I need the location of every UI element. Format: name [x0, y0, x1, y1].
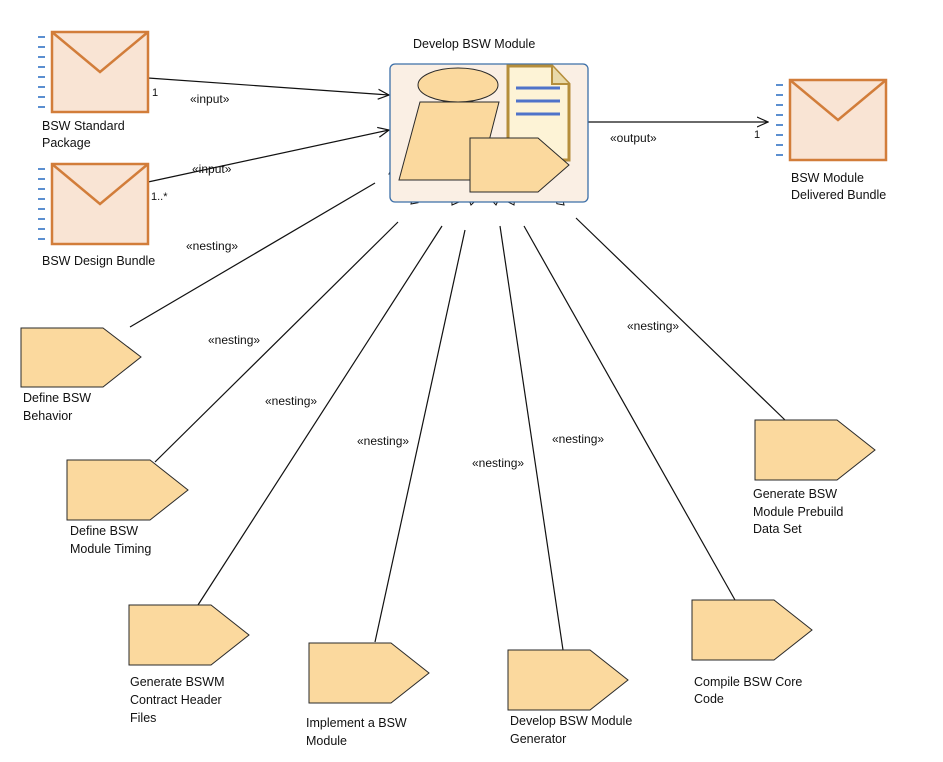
- nesting-edge-implement-bsw-module[interactable]: [374, 229, 466, 643]
- nesting-edge-generate-bswm-contract[interactable]: [197, 225, 443, 606]
- main-task-develop-bsw-module[interactable]: Develop BSW Module: [389, 37, 589, 203]
- label-line-2: Behavior: [23, 409, 72, 423]
- connections: [129, 77, 786, 651]
- nesting-edge-compile-bsw-core-code[interactable]: [523, 225, 736, 601]
- task-generate-bswm-contract-header-files[interactable]: Generate BSWM Contract Header Files: [128, 604, 250, 725]
- label-line-1: Define BSW: [70, 524, 138, 538]
- main-task-title: Develop BSW Module: [413, 37, 535, 51]
- label-line-1: Generate BSWM: [130, 675, 224, 689]
- label-line-2: Module Prebuild: [753, 505, 843, 519]
- task-implement-a-bsw-module[interactable]: Implement a BSW Module: [306, 642, 430, 748]
- task-generate-bsw-module-prebuild-data-set[interactable]: Generate BSW Module Prebuild Data Set: [753, 419, 876, 536]
- input-edge-design-bundle[interactable]: [147, 130, 389, 183]
- dash-marks-icon: [38, 36, 45, 108]
- role-ellipse-icon: [417, 67, 499, 103]
- edge-label-nesting-5: «nesting»: [472, 456, 524, 470]
- task-define-bsw-module-timing[interactable]: Define BSW Module Timing: [66, 459, 189, 556]
- multiplicity-standard-package: 1: [152, 87, 158, 99]
- edge-label-input-2: «input»: [192, 162, 232, 176]
- task-icon: [128, 604, 250, 666]
- label-line-1: BSW Design Bundle: [42, 254, 155, 268]
- label-line-3: Data Set: [753, 522, 802, 536]
- edge-label-output: «output»: [610, 131, 657, 145]
- label-line-1: Compile BSW Core: [694, 675, 802, 689]
- task-develop-bsw-module-generator[interactable]: Develop BSW Module Generator: [507, 649, 632, 746]
- task-icon: [691, 599, 813, 661]
- task-compile-bsw-core-code[interactable]: Compile BSW Core Code: [691, 599, 813, 706]
- edge-label-nesting-1: «nesting»: [186, 239, 238, 253]
- work-product-bsw-module-delivered-bundle[interactable]: BSW Module Delivered Bundle: [776, 78, 888, 202]
- nesting-edge-generate-bsw-prebuild[interactable]: [575, 217, 786, 421]
- label-line-1: Define BSW: [23, 391, 91, 405]
- multiplicity-design-bundle: 1..*: [151, 191, 168, 203]
- label-line-2: Code: [694, 692, 724, 706]
- dash-marks-icon: [776, 84, 783, 156]
- label-line-2: Contract Header: [130, 693, 222, 707]
- edge-label-nesting-2: «nesting»: [208, 333, 260, 347]
- work-product-bsw-standard-package[interactable]: BSW Standard Package: [38, 30, 150, 150]
- edge-labels: «input» 1 «input» 1..* «output» 1 «nesti…: [151, 87, 760, 470]
- nesting-edge-define-bsw-behavior[interactable]: [129, 182, 376, 328]
- input-edge-standard-package[interactable]: [147, 77, 389, 95]
- task-pentagon-icon: [469, 137, 570, 193]
- edge-label-nesting-7: «nesting»: [627, 319, 679, 333]
- task-icon: [754, 419, 876, 481]
- work-product-bsw-design-bundle[interactable]: BSW Design Bundle: [38, 162, 155, 268]
- label-line-1: Implement a BSW: [306, 716, 407, 730]
- label-line-3: Files: [130, 711, 156, 725]
- nesting-edge-define-bsw-module-timing[interactable]: [154, 221, 399, 463]
- label-line-2: Module: [306, 734, 347, 748]
- task-icon: [20, 327, 142, 388]
- edge-label-input-1: «input»: [190, 92, 230, 106]
- multiplicity-delivered-bundle: 1: [754, 129, 760, 141]
- task-icon: [308, 642, 430, 704]
- label-line-2: Package: [42, 136, 91, 150]
- label-line-2: Delivered Bundle: [791, 188, 886, 202]
- task-icon: [507, 649, 629, 711]
- label-line-1: Develop BSW Module: [510, 714, 632, 728]
- task-define-bsw-behavior[interactable]: Define BSW Behavior: [20, 327, 142, 423]
- edge-label-nesting-3: «nesting»: [265, 394, 317, 408]
- dash-marks-icon: [38, 168, 45, 240]
- label-line-1: BSW Standard: [42, 119, 125, 133]
- edge-label-nesting-6: «nesting»: [552, 432, 604, 446]
- label-line-2: Module Timing: [70, 542, 151, 556]
- label-line-1: Generate BSW: [753, 487, 837, 501]
- label-line-1: BSW Module: [791, 171, 864, 185]
- edge-label-nesting-4: «nesting»: [357, 434, 409, 448]
- label-line-2: Generator: [510, 732, 566, 746]
- task-icon: [66, 459, 189, 521]
- nesting-edge-develop-bsw-module-generator[interactable]: [499, 225, 564, 651]
